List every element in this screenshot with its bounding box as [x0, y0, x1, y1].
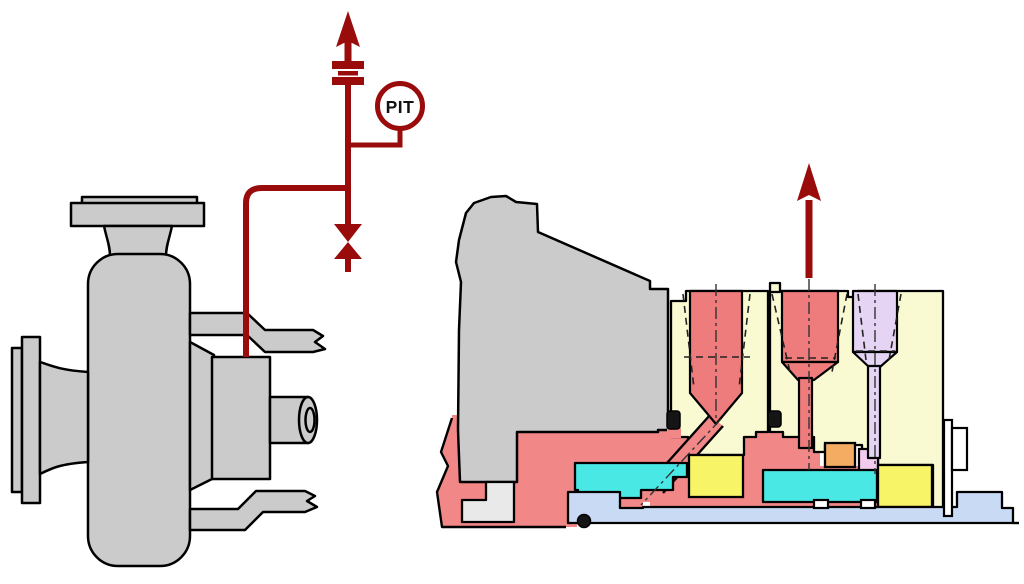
sleeve-gap-b [859, 498, 877, 510]
discharge-flange [69, 201, 206, 228]
pit-tag-label: PIT [386, 97, 415, 117]
suction-flange [20, 335, 42, 505]
process-fluid-outline [435, 417, 566, 529]
o-ring-mid [767, 410, 782, 428]
seal-section-figure [435, 163, 1019, 529]
o-ring-left [666, 410, 681, 430]
port-3-tube [866, 364, 882, 460]
seal-vent-arrow-icon [797, 163, 821, 201]
seal-face-outer [876, 463, 934, 509]
pump-backplate [454, 194, 670, 484]
pit-connector-line [351, 126, 403, 148]
pump-figure [10, 195, 327, 568]
centerlines [640, 279, 876, 506]
instrument-piping: PIT [243, 11, 425, 357]
port-2-bore [780, 289, 840, 364]
backplate-step-block [460, 480, 516, 524]
suction-flange-face [10, 346, 24, 494]
isolation-valve-icon-bottom [334, 242, 362, 259]
shaft-end-bore [304, 406, 316, 434]
gland-gasket-strip [942, 418, 954, 518]
housing-joint-tab [768, 281, 782, 294]
lower-flush-pipe [188, 489, 319, 532]
gland-gasket-tab [950, 426, 969, 472]
seal-gland [210, 355, 272, 481]
isolation-valve-icon-top [334, 224, 362, 242]
port-2-funnel [780, 360, 840, 382]
pump-casing [86, 252, 192, 568]
sleeve-gap-a [812, 498, 830, 510]
vent-flow-arrow-icon [336, 11, 360, 47]
shaft-sleeve-outer [761, 468, 879, 504]
upper-flush-pipe [188, 311, 327, 354]
orifice-symbol-bar-mid [338, 71, 358, 76]
seal-face-inner [687, 453, 745, 499]
oring-groove-fluid [667, 428, 681, 438]
shaft-sleeve-inner [573, 461, 689, 500]
o-ring-shaft [576, 513, 592, 529]
seal-chamber-adapter [188, 340, 216, 492]
spacer-block [823, 441, 857, 469]
suction-nozzle [38, 360, 90, 476]
hidden-taper-lines [682, 293, 902, 389]
orifice-symbol-bar-bottom [332, 77, 364, 85]
pump-tap-line [243, 185, 348, 357]
port-2-tube [797, 376, 814, 450]
orifice-symbol-bar-top [332, 61, 364, 69]
pit-instrument-bubble [375, 81, 425, 131]
